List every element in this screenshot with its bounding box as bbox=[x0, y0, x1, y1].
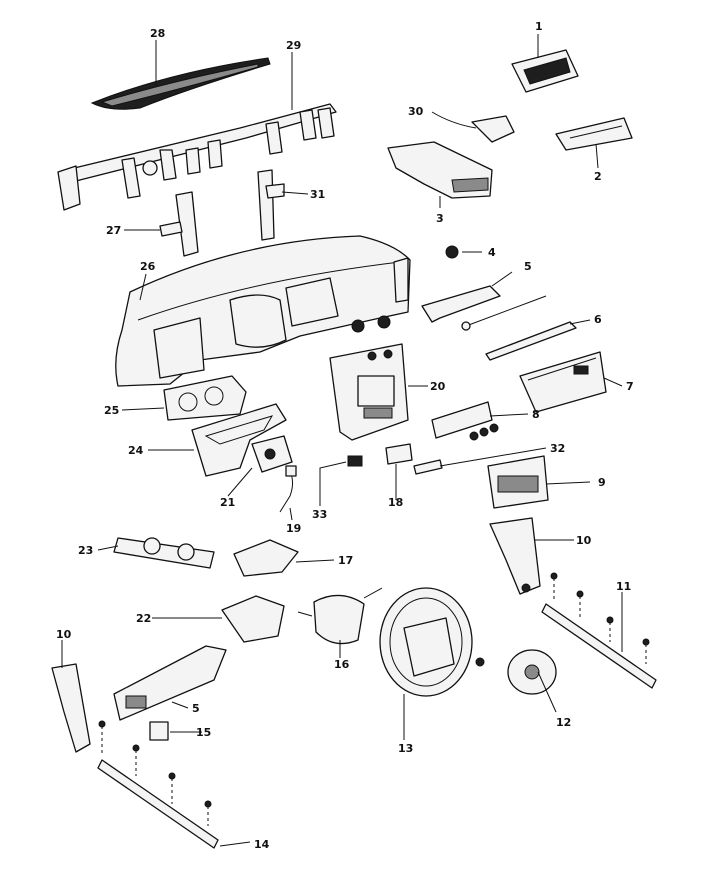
part-26-instrument-panel bbox=[115, 235, 411, 387]
callout-8: 8 bbox=[532, 408, 540, 421]
callout-28: 28 bbox=[150, 27, 165, 40]
part-11-scuff-plate bbox=[541, 572, 657, 689]
part-27-bracket bbox=[159, 191, 199, 257]
part-5-knee-panel bbox=[113, 645, 227, 721]
callout-20: 20 bbox=[430, 380, 446, 393]
part-20-center-bezel bbox=[329, 343, 409, 441]
callout-27: 27 bbox=[106, 224, 121, 237]
callout-15: 15 bbox=[196, 726, 211, 739]
callout-30: 30 bbox=[408, 105, 424, 118]
part-10-left-side-panel bbox=[51, 663, 91, 753]
leader-lines bbox=[61, 34, 623, 847]
callout-22: 22 bbox=[136, 612, 151, 625]
part-31-bracket bbox=[257, 169, 285, 241]
callout-25: 25 bbox=[104, 404, 119, 417]
part-8-heater-control bbox=[431, 401, 499, 441]
part-28-defroster-panel bbox=[90, 57, 271, 110]
callout-26: 26 bbox=[140, 260, 156, 273]
part-30-duct bbox=[471, 115, 515, 143]
part-32-switch bbox=[413, 459, 443, 475]
callout-7: 7 bbox=[626, 380, 634, 393]
part-25-instrument-cluster bbox=[163, 375, 247, 421]
callout-9: 9 bbox=[598, 476, 606, 489]
callout-24: 24 bbox=[128, 444, 144, 457]
callout-12: 12 bbox=[556, 716, 571, 729]
part-23-steering-column bbox=[113, 537, 215, 569]
part-22-column-cover-lower bbox=[221, 595, 285, 643]
callout-2: 2 bbox=[594, 170, 602, 183]
callout-16: 16 bbox=[334, 658, 350, 671]
callout-33: 33 bbox=[312, 508, 327, 521]
callout-23: 23 bbox=[78, 544, 93, 557]
part-5-upper-cover bbox=[421, 285, 501, 323]
callout-11: 11 bbox=[616, 580, 631, 593]
callout-10-right: 10 bbox=[576, 534, 592, 547]
part-3-center-duct bbox=[387, 141, 493, 199]
part-6-damper bbox=[461, 295, 577, 361]
callout-3: 3 bbox=[436, 212, 444, 225]
part-1-vent bbox=[511, 49, 579, 93]
callout-13: 13 bbox=[398, 742, 413, 755]
callout-1: 1 bbox=[535, 20, 543, 33]
callout-labels: 28 29 1 2 30 3 4 5 6 7 8 32 9 10 11 12 1… bbox=[56, 20, 634, 851]
part-16-combination-switch bbox=[297, 587, 383, 645]
callout-4: 4 bbox=[488, 246, 496, 259]
callout-17: 17 bbox=[338, 554, 353, 567]
part-19-wire-harness bbox=[279, 465, 297, 513]
part-15-cover bbox=[149, 721, 169, 741]
callout-5-lower: 5 bbox=[192, 702, 200, 715]
callout-32: 32 bbox=[550, 442, 565, 455]
part-12-airbag bbox=[507, 649, 557, 695]
part-10-right-side-panel bbox=[489, 517, 541, 595]
callout-21: 21 bbox=[220, 496, 235, 509]
part-21-switch-panel bbox=[251, 435, 293, 473]
part-4-clip bbox=[445, 245, 459, 259]
callout-6: 6 bbox=[594, 313, 602, 326]
part-14-scuff-plate bbox=[97, 720, 219, 849]
part-24-cluster-bezel bbox=[191, 403, 287, 477]
callout-29: 29 bbox=[286, 39, 301, 52]
callout-5-upper: 5 bbox=[524, 260, 532, 273]
callout-18: 18 bbox=[388, 496, 403, 509]
callout-31: 31 bbox=[310, 188, 325, 201]
callout-10-left: 10 bbox=[56, 628, 72, 641]
part-17-column-cover-upper bbox=[233, 539, 299, 577]
part-7-glove-box bbox=[519, 351, 607, 413]
part-9-radio bbox=[487, 455, 549, 509]
part-18-switch bbox=[385, 443, 413, 480]
part-13-steering-wheel bbox=[379, 587, 485, 697]
part-2-vent bbox=[555, 117, 633, 151]
part-29-crosscar-beam bbox=[57, 103, 337, 211]
part-33-connector bbox=[347, 455, 363, 467]
callout-14: 14 bbox=[254, 838, 270, 851]
callout-19: 19 bbox=[286, 522, 301, 535]
